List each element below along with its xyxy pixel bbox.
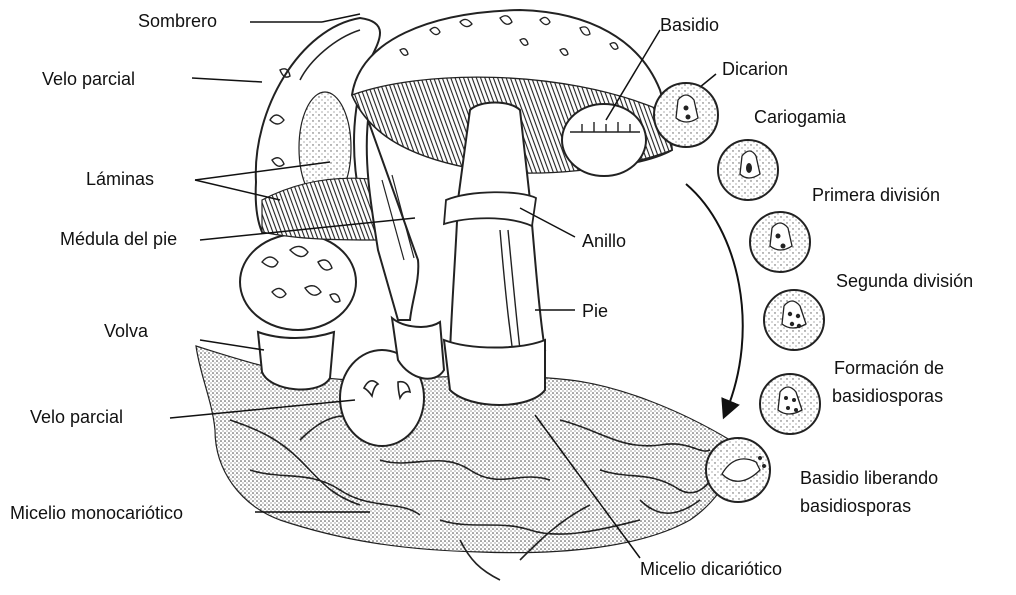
- stage-cariogamia: [718, 140, 778, 200]
- label-laminas: Láminas: [86, 168, 154, 190]
- button-mushroom-cap: [240, 234, 356, 330]
- label-micelio-dicariotico: Micelio dicariótico: [640, 558, 782, 580]
- stage-dicarion: [654, 83, 718, 147]
- life-cycle-arrow: [686, 184, 743, 412]
- label-pie: Pie: [582, 300, 608, 322]
- label-sombrero: Sombrero: [138, 10, 217, 32]
- label-segunda-division: Segunda división: [836, 270, 973, 292]
- label-basidio: Basidio: [660, 14, 719, 36]
- label-velo-parcial-bottom: Velo parcial: [30, 406, 123, 428]
- label-primera-division: Primera división: [812, 184, 940, 206]
- label-formacion-line2: basidiosporas: [832, 384, 943, 408]
- label-liberando-line1: Basidio liberando: [800, 466, 938, 490]
- label-liberando-line2: basidiosporas: [800, 494, 911, 518]
- label-dicarion: Dicarion: [722, 58, 788, 80]
- label-velo-parcial-top: Velo parcial: [42, 68, 135, 90]
- stage-formacion-basidiosporas: [760, 374, 820, 434]
- basidium-inset: [562, 104, 646, 176]
- label-anillo: Anillo: [582, 230, 626, 252]
- label-micelio-monocariotico: Micelio monocariótico: [10, 502, 183, 524]
- mature-stipe-base: [444, 340, 545, 405]
- stage-basidio-liberando: [706, 438, 770, 502]
- stage-segunda-division: [764, 290, 824, 350]
- label-medula-del-pie: Médula del pie: [60, 228, 177, 250]
- label-cariogamia: Cariogamia: [754, 106, 846, 128]
- label-formacion-line1: Formación de: [834, 356, 944, 380]
- volva: [258, 332, 334, 389]
- stage-primera-division: [750, 212, 810, 272]
- label-volva: Volva: [104, 320, 148, 342]
